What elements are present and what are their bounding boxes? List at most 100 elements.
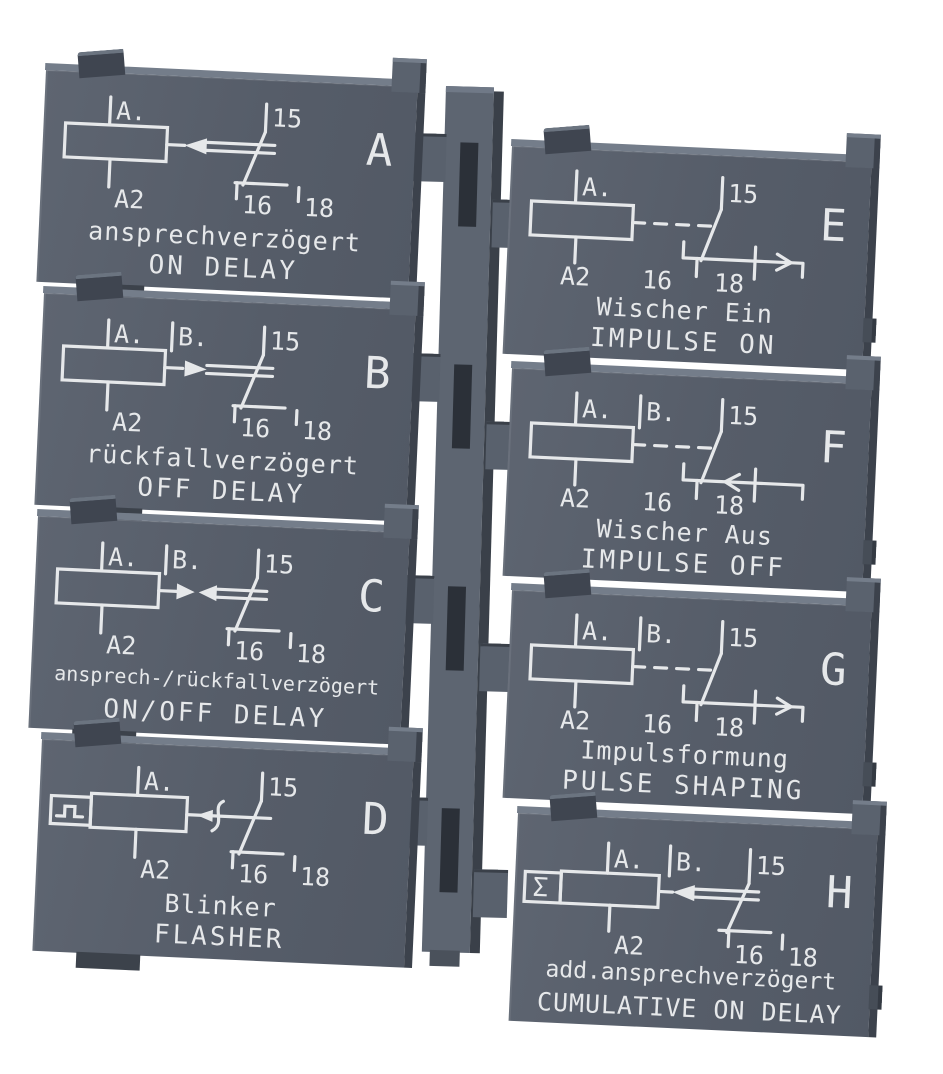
on-off-delay-circuit-icon: A. B. A2 15 16 18 bbox=[54, 541, 327, 669]
on-delay-circuit-icon: A. A2 15 16 18 bbox=[62, 95, 335, 223]
terminal-label: 15 bbox=[727, 623, 758, 653]
mounting-hook bbox=[387, 726, 423, 763]
impulse-off-circuit-icon: A. B. A2 15 16 18 bbox=[528, 391, 805, 521]
terminal-label: 15 bbox=[269, 326, 300, 356]
mounting-hook bbox=[75, 951, 141, 971]
plate-letter: G bbox=[819, 644, 848, 697]
terminal-label: 16 bbox=[641, 709, 672, 739]
plate-letter: C bbox=[357, 570, 386, 623]
mounting-hook bbox=[77, 48, 126, 79]
terminal-label: A2 bbox=[114, 184, 145, 214]
terminal-label: 15 bbox=[727, 401, 758, 431]
terminal-label: 15 bbox=[755, 851, 786, 881]
off-delay-circuit-icon: A. B. A2 15 16 18 bbox=[60, 318, 333, 446]
runner-slot bbox=[451, 364, 473, 449]
plate-d: A. A2 15 16 18 D Blinker FLASHER bbox=[32, 717, 423, 971]
runner-slot bbox=[458, 142, 479, 227]
terminal-label: A. bbox=[144, 767, 175, 797]
terminal-label: 16 bbox=[641, 265, 672, 295]
side-tab bbox=[868, 985, 883, 1010]
runner-top-face bbox=[445, 86, 494, 94]
terminal-label: A2 bbox=[560, 483, 591, 513]
mounting-hook bbox=[845, 577, 881, 613]
mounting-hook bbox=[389, 280, 425, 317]
runner-foot-tab bbox=[429, 949, 460, 967]
sigma-symbol: Σ bbox=[532, 873, 549, 904]
terminal-label: A2 bbox=[112, 407, 143, 437]
terminal-label: 18 bbox=[301, 416, 332, 446]
mounting-hook bbox=[543, 124, 592, 155]
terminal-label: A. bbox=[116, 96, 147, 126]
terminal-label: 16 bbox=[237, 859, 268, 889]
runner-wing bbox=[472, 869, 509, 919]
plate-side-face bbox=[408, 83, 426, 300]
plate-side-face bbox=[400, 529, 418, 746]
plate-letter: E bbox=[819, 200, 848, 253]
terminal-label: 18 bbox=[713, 490, 744, 520]
plate-b: A. B. A2 15 16 18 B rückfallverzögert OF… bbox=[34, 271, 425, 525]
terminal-label: A. bbox=[582, 172, 613, 202]
terminal-label: B. bbox=[675, 847, 706, 877]
mounting-hook bbox=[391, 57, 427, 94]
flasher-circuit-icon: A. A2 15 16 18 bbox=[48, 765, 331, 892]
terminal-label: A. bbox=[582, 616, 613, 646]
terminal-label: A. bbox=[613, 844, 644, 874]
impulse-on-circuit-icon: A. A2 15 16 18 bbox=[528, 169, 805, 299]
terminal-label: A. bbox=[582, 394, 613, 424]
terminal-label: 16 bbox=[641, 487, 672, 517]
terminal-label: 18 bbox=[713, 268, 744, 298]
mounting-hook bbox=[383, 503, 419, 540]
plate-f: A. B. A2 15 16 18 F Wischer Aus IMPULSE … bbox=[502, 346, 881, 593]
terminal-label: B. bbox=[646, 619, 677, 649]
sprue-runner bbox=[388, 86, 527, 967]
terminal-label: 18 bbox=[295, 639, 326, 669]
plate-letter: F bbox=[819, 422, 848, 475]
plate-e: A. A2 15 16 18 E Wischer Ein IMPULSE ON bbox=[502, 124, 881, 371]
terminal-label: 16 bbox=[233, 636, 264, 666]
mounting-hook bbox=[543, 568, 592, 599]
side-tab bbox=[862, 318, 877, 343]
terminal-label: A2 bbox=[106, 630, 137, 660]
terminal-label: B. bbox=[646, 397, 677, 427]
terminal-label: A. bbox=[114, 319, 145, 349]
terminal-label: 15 bbox=[263, 549, 294, 579]
terminal-label: 15 bbox=[271, 103, 302, 133]
plate-side-face bbox=[406, 306, 424, 523]
terminal-label: A. bbox=[108, 542, 139, 572]
terminal-label: A2 bbox=[613, 931, 644, 961]
terminal-label: 18 bbox=[713, 712, 744, 742]
mounting-hook bbox=[845, 133, 881, 169]
plate-letter: A bbox=[365, 124, 394, 177]
plate-c: A. B. A2 15 16 18 C ansprech-/rückfallve… bbox=[28, 494, 419, 748]
plate-a: A. A2 15 16 18 A ansprechverzögert ON DE… bbox=[36, 48, 427, 302]
cumulative-on-delay-circuit-icon: Σ A. B. A2 15 16 18 bbox=[522, 841, 818, 971]
terminal-label: 18 bbox=[299, 862, 330, 892]
terminal-label: 15 bbox=[727, 179, 758, 209]
mounting-hook bbox=[543, 346, 592, 377]
terminal-label: A2 bbox=[140, 855, 171, 885]
mounting-hook bbox=[549, 791, 598, 822]
pulse-shaping-circuit-icon: A. B. A2 15 16 18 bbox=[528, 613, 805, 743]
runner-slot bbox=[439, 808, 460, 893]
plate-h: Σ A. B. A2 15 16 18 H add.ansprechverzög… bbox=[508, 791, 887, 1038]
terminal-label: 18 bbox=[787, 942, 818, 971]
side-tab bbox=[862, 762, 877, 787]
mounting-hook bbox=[845, 355, 881, 391]
runner-slot bbox=[445, 586, 467, 671]
terminal-label: B. bbox=[178, 322, 209, 352]
plate-letter: D bbox=[361, 793, 390, 846]
side-tab bbox=[862, 540, 877, 565]
terminal-label: A2 bbox=[560, 705, 591, 735]
terminal-label: B. bbox=[172, 545, 203, 575]
terminal-label: A2 bbox=[560, 261, 591, 291]
plate-letter: B bbox=[363, 347, 392, 400]
terminal-label: 16 bbox=[241, 190, 272, 220]
mounting-hook bbox=[851, 800, 887, 836]
mounting-hook bbox=[75, 271, 124, 302]
mounting-hook bbox=[69, 494, 118, 525]
terminal-label: 16 bbox=[239, 413, 270, 443]
plate-g: A. B. A2 15 16 18 G Impulsformung PULSE … bbox=[502, 568, 881, 815]
plate-letter: H bbox=[825, 867, 854, 920]
plate-side-face bbox=[404, 752, 422, 969]
